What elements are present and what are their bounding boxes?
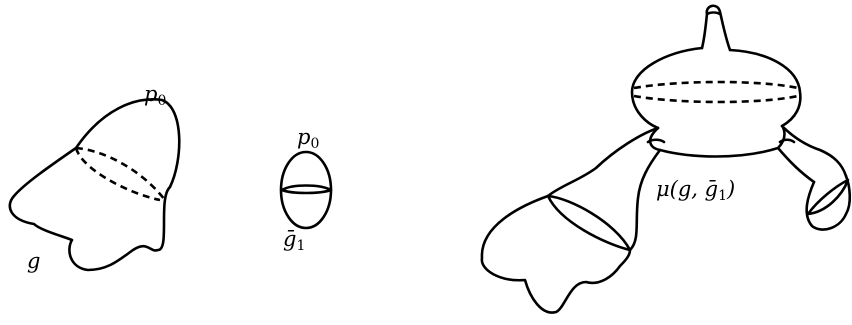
main-sphere-dashed-equator [633, 80, 799, 90]
right-neck-inner [780, 124, 848, 178]
middle-sphere-figure: p0 ḡ1 [279, 125, 333, 254]
left-surface-figure: p0 g [8, 82, 181, 273]
top-handle [700, 4, 732, 52]
glued-map-label: μ(g, ḡ1) [656, 177, 735, 204]
left-neck-inner [628, 148, 662, 252]
left-dashed-circle-bottom [74, 147, 161, 202]
middle-sphere-outline [279, 150, 333, 230]
main-sphere-dashed-equator-lower [633, 94, 799, 104]
top-handle-band [705, 11, 722, 16]
left-surface-label: g [27, 249, 40, 273]
left-big-surface-disk [546, 194, 632, 252]
middle-surface-label: ḡ1 [283, 227, 305, 254]
middle-sphere-equator [280, 184, 333, 195]
left-dashed-circle-top [75, 146, 167, 201]
right-small-sphere-outline [805, 174, 852, 231]
right-neck-outer [776, 146, 816, 184]
main-sphere-outline [630, 46, 802, 158]
left-neck-outer [546, 126, 660, 198]
right-glued-figure: μ(g, ḡ1) [480, 4, 852, 314]
left-base-point-label: p0 [144, 82, 166, 109]
right-neck-band [778, 138, 796, 144]
left-neck-band [646, 138, 666, 144]
left-big-surface-outline [480, 194, 632, 314]
middle-base-point-label: p0 [297, 125, 319, 152]
right-small-sphere-disk [806, 178, 850, 216]
left-surface-outline [8, 98, 181, 272]
